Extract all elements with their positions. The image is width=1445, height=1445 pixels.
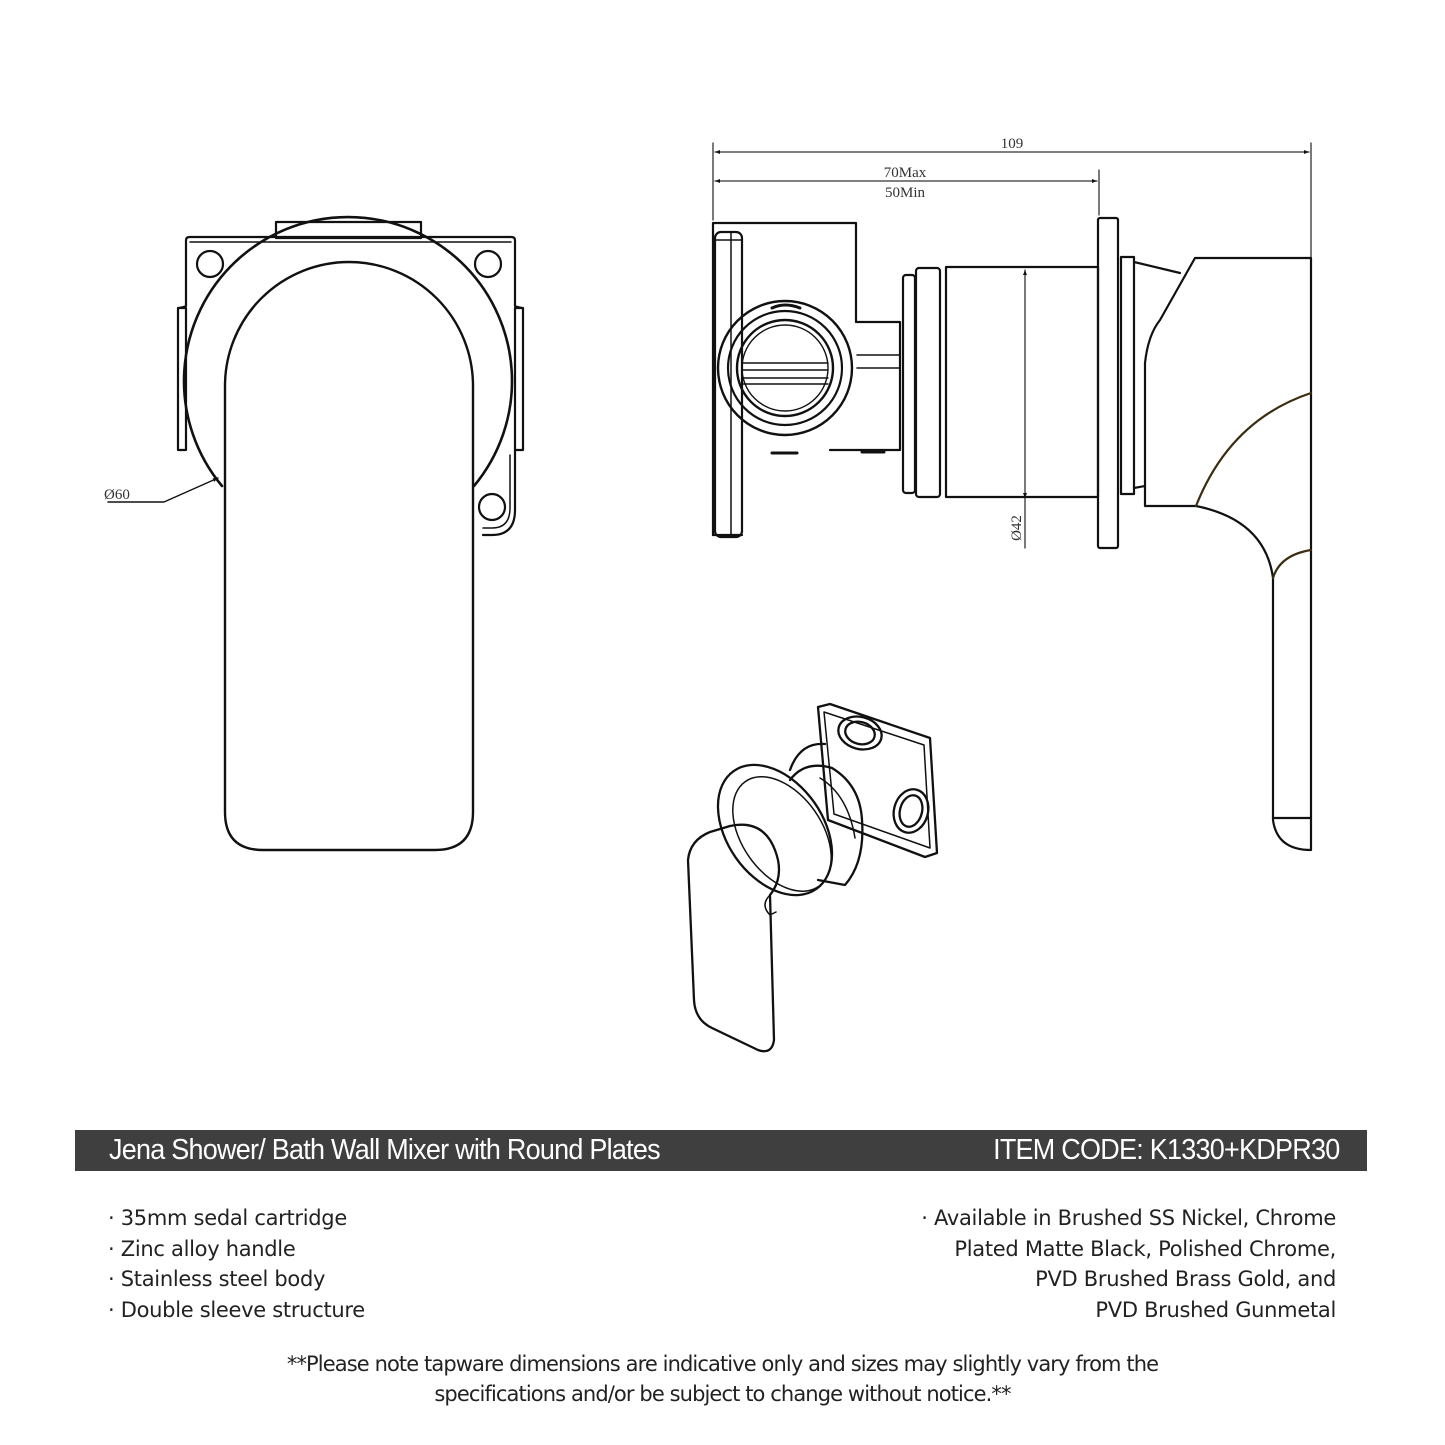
feature-item: · Zinc alloy handle	[108, 1236, 296, 1261]
handle-profile	[1143, 256, 1313, 852]
finishes-list: · Available in Brushed SS Nickel, Chrome…	[921, 1203, 1336, 1325]
finish-line: PVD Brushed Gunmetal	[1095, 1297, 1336, 1322]
item-code: ITEM CODE: K1330+KDPR30	[992, 1134, 1340, 1166]
finish-line: · Available in Brushed SS Nickel, Chrome	[921, 1206, 1336, 1230]
handle-outline	[223, 260, 475, 852]
feature-item: · Stainless steel body	[108, 1267, 326, 1291]
round-plate	[182, 215, 514, 488]
depth-min-label: 50Min	[885, 185, 926, 201]
features-list-left: · 35mm sedal cartridge · Zinc alloy hand…	[108, 1203, 365, 1325]
diameter-60-label: Ø60	[104, 487, 130, 503]
depth-max-label: 70Max	[884, 165, 927, 181]
disclaimer: **Please note tapware dimensions are ind…	[0, 1349, 1445, 1409]
technical-drawing: Ø60 109 70Max 50Min Ø42	[104, 136, 1313, 1053]
isometric-view	[686, 702, 939, 1053]
finish-line: PVD Brushed Brass Gold, and	[1035, 1267, 1336, 1291]
side-view: 109 70Max 50Min Ø42	[711, 136, 1313, 852]
overall-dimension-label: 109	[1001, 136, 1024, 152]
iso-handle	[686, 823, 781, 1053]
feature-item: · Double sleeve structure	[108, 1297, 365, 1322]
diameter-42-label: Ø42	[1009, 515, 1025, 541]
front-view: Ø60	[104, 215, 525, 852]
disclaimer-line: specifications and/or be subject to chan…	[434, 1382, 1011, 1406]
dimension-lines	[712, 142, 1312, 549]
feature-item: · 35mm sedal cartridge	[108, 1206, 347, 1230]
disclaimer-line: **Please note tapware dimensions are ind…	[286, 1352, 1159, 1376]
product-name: Jena Shower/ Bath Wall Mixer with Round …	[109, 1134, 661, 1166]
title-bar: Jena Shower/ Bath Wall Mixer with Round …	[75, 1130, 1367, 1171]
mounting-bracket	[176, 220, 525, 537]
finish-line: Plated Matte Black, Polished Chrome,	[954, 1236, 1336, 1261]
